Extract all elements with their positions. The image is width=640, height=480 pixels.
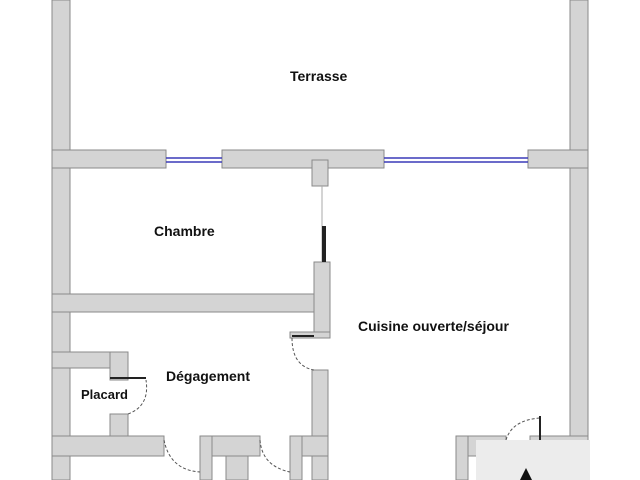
- wall-left: [51, 0, 71, 480]
- wall-chambre-sejour: [313, 261, 331, 333]
- door-sejour-arc: [291, 337, 315, 371]
- wall-chambre-degagement: [51, 293, 315, 313]
- room-label-chambre: Chambre: [154, 223, 215, 239]
- wall-stub-1: [199, 435, 213, 480]
- entrance-marker: [476, 440, 590, 480]
- windows: [166, 157, 528, 163]
- wall-terrasse-3: [527, 149, 589, 169]
- door-bottom-1-arc: [163, 439, 201, 473]
- door-bottom-2-arc: [259, 439, 291, 473]
- room-label-placard: Placard: [81, 387, 128, 402]
- wall-entrance-stub: [455, 435, 469, 480]
- wall-right-top: [569, 0, 589, 169]
- room-label-terrasse: Terrasse: [290, 68, 348, 84]
- wall-placard-right-top: [109, 351, 129, 381]
- wall-right: [569, 149, 589, 480]
- wall-terrasse-1: [51, 149, 167, 169]
- wall-chambre-sejour-top: [311, 159, 329, 187]
- wall-stub-3: [289, 435, 303, 480]
- entrance-arrow: [520, 468, 532, 480]
- wall-degagement-sejour: [311, 369, 329, 480]
- walls: [51, 0, 589, 480]
- room-label-degagement: Dégagement: [166, 368, 251, 384]
- door-placard-arc: [127, 379, 148, 415]
- watermark-block: [476, 440, 590, 480]
- wall-stub-2: [225, 455, 249, 480]
- wall-placard-bottom: [51, 435, 165, 457]
- room-label-sejour: Cuisine ouverte/séjour: [358, 318, 509, 334]
- wall-terrasse-2: [221, 149, 385, 169]
- door-leaves: [110, 226, 541, 440]
